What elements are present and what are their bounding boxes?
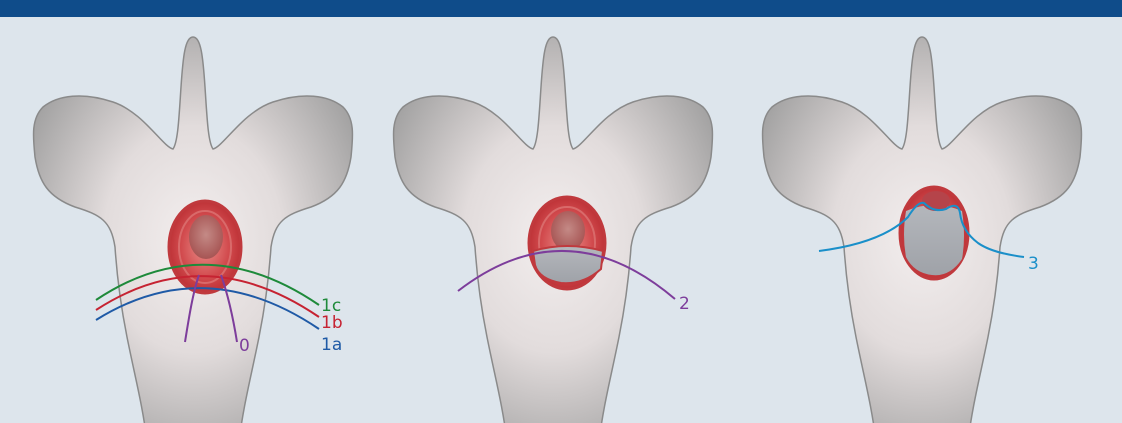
panel-3: 3 [762, 37, 1081, 423]
label-1b: 1b [321, 313, 343, 333]
label-1a: 1a [321, 335, 342, 355]
tumor [900, 187, 968, 279]
panel-1: 0 1c 1b 1a [33, 37, 352, 423]
tumor [529, 197, 605, 289]
label-0: 0 [239, 336, 250, 356]
panel-2: 2 [393, 37, 712, 423]
label-2: 2 [679, 294, 690, 314]
label-3: 3 [1028, 254, 1039, 274]
resected-cavity [904, 205, 964, 275]
